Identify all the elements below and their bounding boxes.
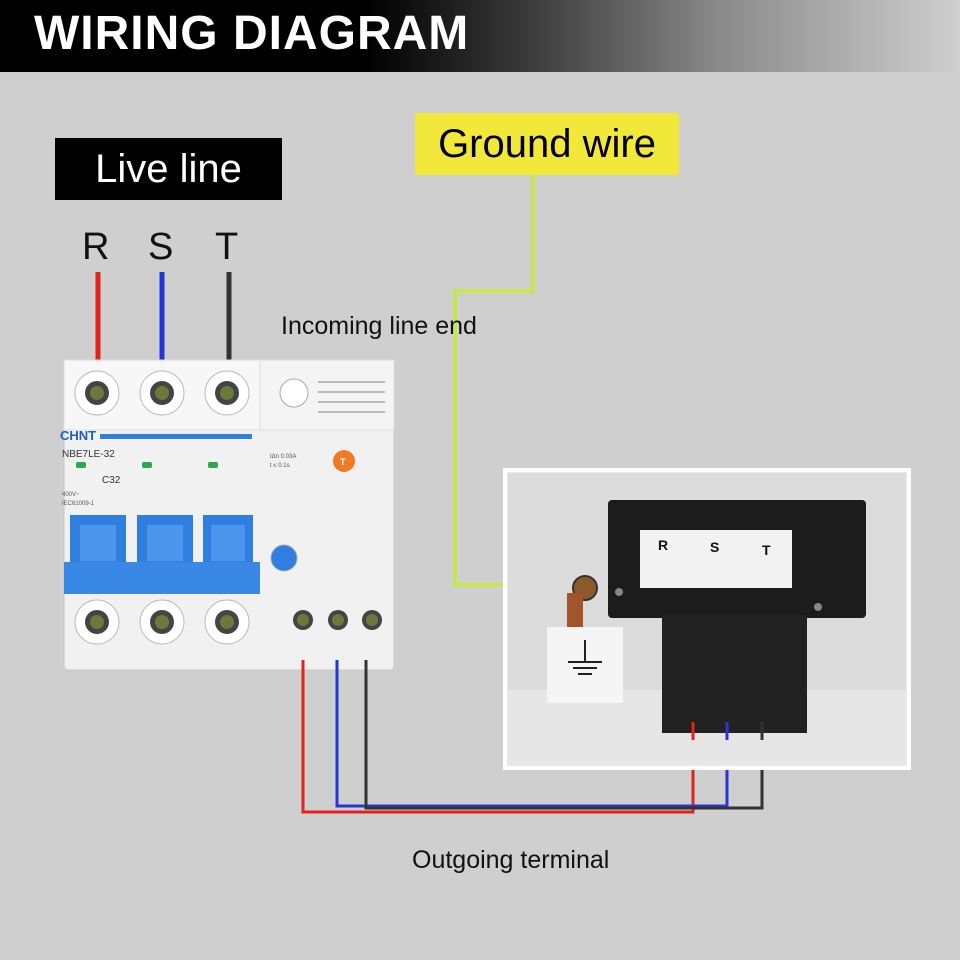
header-banner: WIRING DIAGRAM: [0, 0, 960, 72]
terminal-label-t: T: [762, 542, 771, 558]
bottom-terminal-screws: [74, 599, 382, 645]
breaker-leakage-current: IΔn 0.03A: [270, 454, 296, 460]
terminal-label-r: R: [658, 537, 668, 553]
phase-label-r: R: [82, 226, 110, 268]
live-line-label: Live line: [55, 138, 282, 200]
phase-label-s: S: [148, 226, 174, 268]
top-terminal-screws: [74, 370, 250, 416]
breaker-model: NBE7LE-32: [62, 449, 115, 460]
ground-wire-label: Ground wire: [415, 113, 679, 175]
phase-label-t: T: [215, 226, 239, 268]
breaker-spec-standard: IEC61009-1: [62, 501, 95, 507]
breaker-handles: [64, 515, 260, 594]
incoming-line-end-label: Incoming line end: [281, 312, 477, 340]
breaker-spec-voltage: 400V~: [62, 492, 80, 498]
ground-wire: [453, 174, 575, 587]
terminal-label-s: S: [710, 539, 719, 555]
test-button-label: T: [340, 457, 346, 467]
terminal-box-photo: R S T: [503, 468, 911, 770]
outgoing-terminal-label: Outgoing terminal: [412, 846, 610, 874]
breaker-brand: CHNT: [60, 428, 96, 443]
circuit-breaker: CHNT NBE7LE-32 C32 400V~ IEC61009-1 IΔn …: [60, 359, 395, 671]
breaker-trip-time: t ≤ 0.1s: [270, 463, 290, 469]
page-title: WIRING DIAGRAM: [34, 7, 470, 60]
breaker-rating: C32: [102, 475, 121, 486]
